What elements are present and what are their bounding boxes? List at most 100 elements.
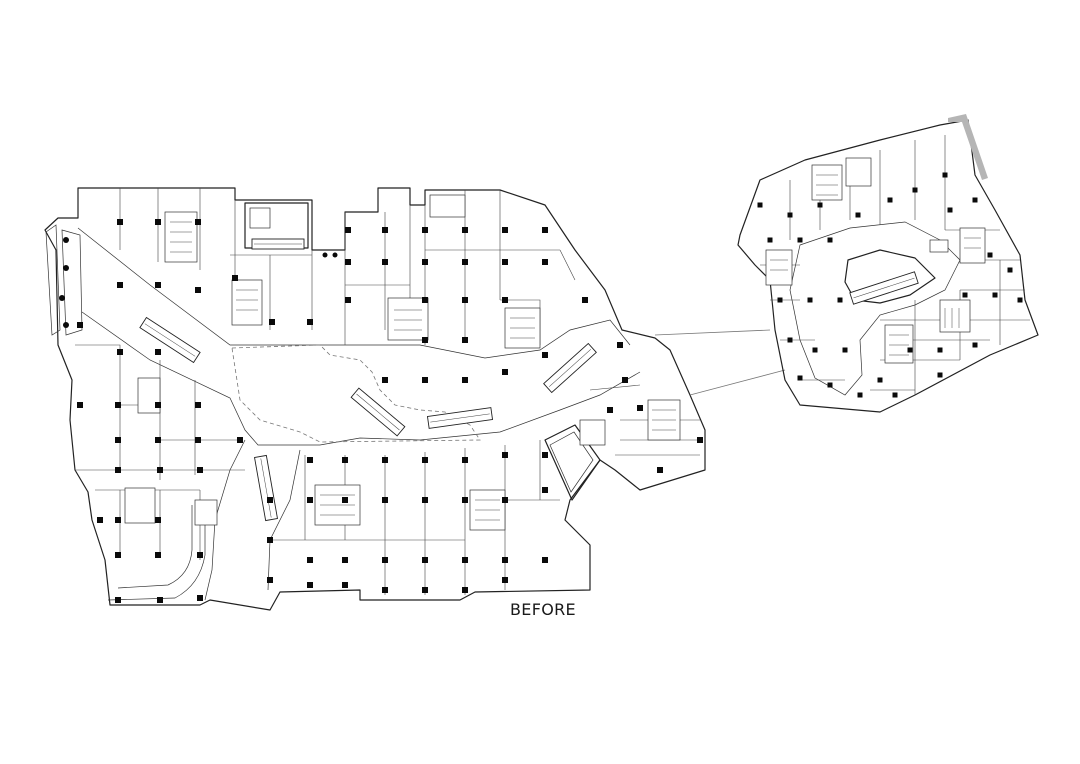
structural-column bbox=[307, 582, 313, 588]
structural-column bbox=[197, 467, 203, 473]
structural-column bbox=[307, 457, 313, 463]
structural-column bbox=[237, 437, 243, 443]
structural-column bbox=[542, 352, 548, 358]
structural-column bbox=[345, 227, 351, 233]
structural-column bbox=[842, 347, 848, 353]
structural-column bbox=[115, 597, 121, 603]
east-escalator bbox=[849, 271, 919, 305]
structural-column bbox=[787, 212, 793, 218]
atrium-void-outline bbox=[231, 344, 481, 443]
structural-column bbox=[382, 377, 388, 383]
structural-column bbox=[115, 437, 121, 443]
structural-column bbox=[462, 377, 468, 383]
structural-column bbox=[422, 337, 428, 343]
structural-column bbox=[502, 557, 508, 563]
structural-column bbox=[972, 342, 978, 348]
structural-column bbox=[97, 517, 103, 523]
structural-column bbox=[382, 457, 388, 463]
east-building bbox=[737, 114, 1039, 413]
structural-column bbox=[462, 497, 468, 503]
north-service-inner bbox=[249, 207, 271, 229]
structural-column bbox=[232, 275, 238, 281]
east-building-outline bbox=[737, 119, 1039, 413]
angled-kiosk bbox=[544, 424, 601, 501]
structural-column bbox=[115, 517, 121, 523]
structural-column bbox=[462, 557, 468, 563]
structural-column bbox=[422, 557, 428, 563]
structural-column bbox=[422, 227, 428, 233]
structural-column bbox=[422, 587, 428, 593]
structural-column bbox=[657, 467, 663, 473]
structural-column bbox=[502, 497, 508, 503]
structural-column bbox=[637, 405, 643, 411]
structural-column bbox=[345, 259, 351, 265]
structural-column bbox=[195, 437, 201, 443]
structural-column bbox=[582, 297, 588, 303]
structural-column bbox=[157, 467, 163, 473]
structural-column bbox=[342, 557, 348, 563]
structural-column bbox=[157, 597, 163, 603]
structural-column bbox=[757, 202, 763, 208]
structural-column bbox=[1007, 267, 1013, 273]
corridor-upper-edge bbox=[77, 227, 631, 359]
structural-column bbox=[942, 172, 948, 178]
structural-column bbox=[155, 402, 161, 408]
structural-column bbox=[382, 227, 388, 233]
structural-column bbox=[155, 219, 161, 225]
structural-column bbox=[607, 407, 613, 413]
structural-column bbox=[197, 595, 203, 601]
left-facade-band bbox=[45, 224, 61, 336]
structural-column bbox=[77, 402, 83, 408]
structural-column bbox=[907, 347, 913, 353]
structural-column bbox=[422, 457, 428, 463]
structural-column bbox=[197, 552, 203, 558]
structural-column bbox=[542, 557, 548, 563]
structural-column bbox=[267, 537, 273, 543]
structural-column bbox=[542, 487, 548, 493]
structural-column bbox=[307, 557, 313, 563]
structural-column bbox=[195, 402, 201, 408]
structural-column bbox=[195, 287, 201, 293]
structural-column bbox=[115, 402, 121, 408]
structural-column bbox=[817, 202, 823, 208]
structural-column bbox=[827, 382, 833, 388]
escalators bbox=[139, 238, 597, 522]
structural-column bbox=[962, 292, 968, 298]
structural-column bbox=[422, 297, 428, 303]
structural-column bbox=[542, 259, 548, 265]
structural-column bbox=[812, 347, 818, 353]
structural-column bbox=[267, 497, 273, 503]
structural-column bbox=[892, 392, 898, 398]
structural-column bbox=[542, 452, 548, 458]
structural-column bbox=[307, 319, 313, 325]
main-columns bbox=[77, 219, 703, 603]
structural-column bbox=[462, 297, 468, 303]
structural-column bbox=[617, 342, 623, 348]
structural-column bbox=[807, 297, 813, 303]
structural-column bbox=[462, 337, 468, 343]
structural-column bbox=[797, 237, 803, 243]
east-atrium-void bbox=[844, 249, 936, 304]
structural-column bbox=[155, 349, 161, 355]
structural-column bbox=[937, 372, 943, 378]
south-curved-shop bbox=[107, 500, 206, 601]
structural-column bbox=[912, 187, 918, 193]
structural-column bbox=[382, 557, 388, 563]
structural-column bbox=[857, 392, 863, 398]
structural-column bbox=[422, 497, 428, 503]
structural-column bbox=[382, 259, 388, 265]
structural-column bbox=[767, 237, 773, 243]
corridor-south-branch bbox=[204, 439, 301, 601]
structural-column bbox=[269, 319, 275, 325]
structural-column bbox=[267, 577, 273, 583]
structural-column bbox=[422, 377, 428, 383]
structural-column bbox=[117, 282, 123, 288]
structural-column bbox=[855, 212, 861, 218]
structural-column bbox=[502, 577, 508, 583]
structural-column bbox=[502, 297, 508, 303]
structural-column bbox=[972, 197, 978, 203]
structural-column bbox=[155, 517, 161, 523]
structural-column bbox=[502, 259, 508, 265]
structural-column bbox=[117, 219, 123, 225]
